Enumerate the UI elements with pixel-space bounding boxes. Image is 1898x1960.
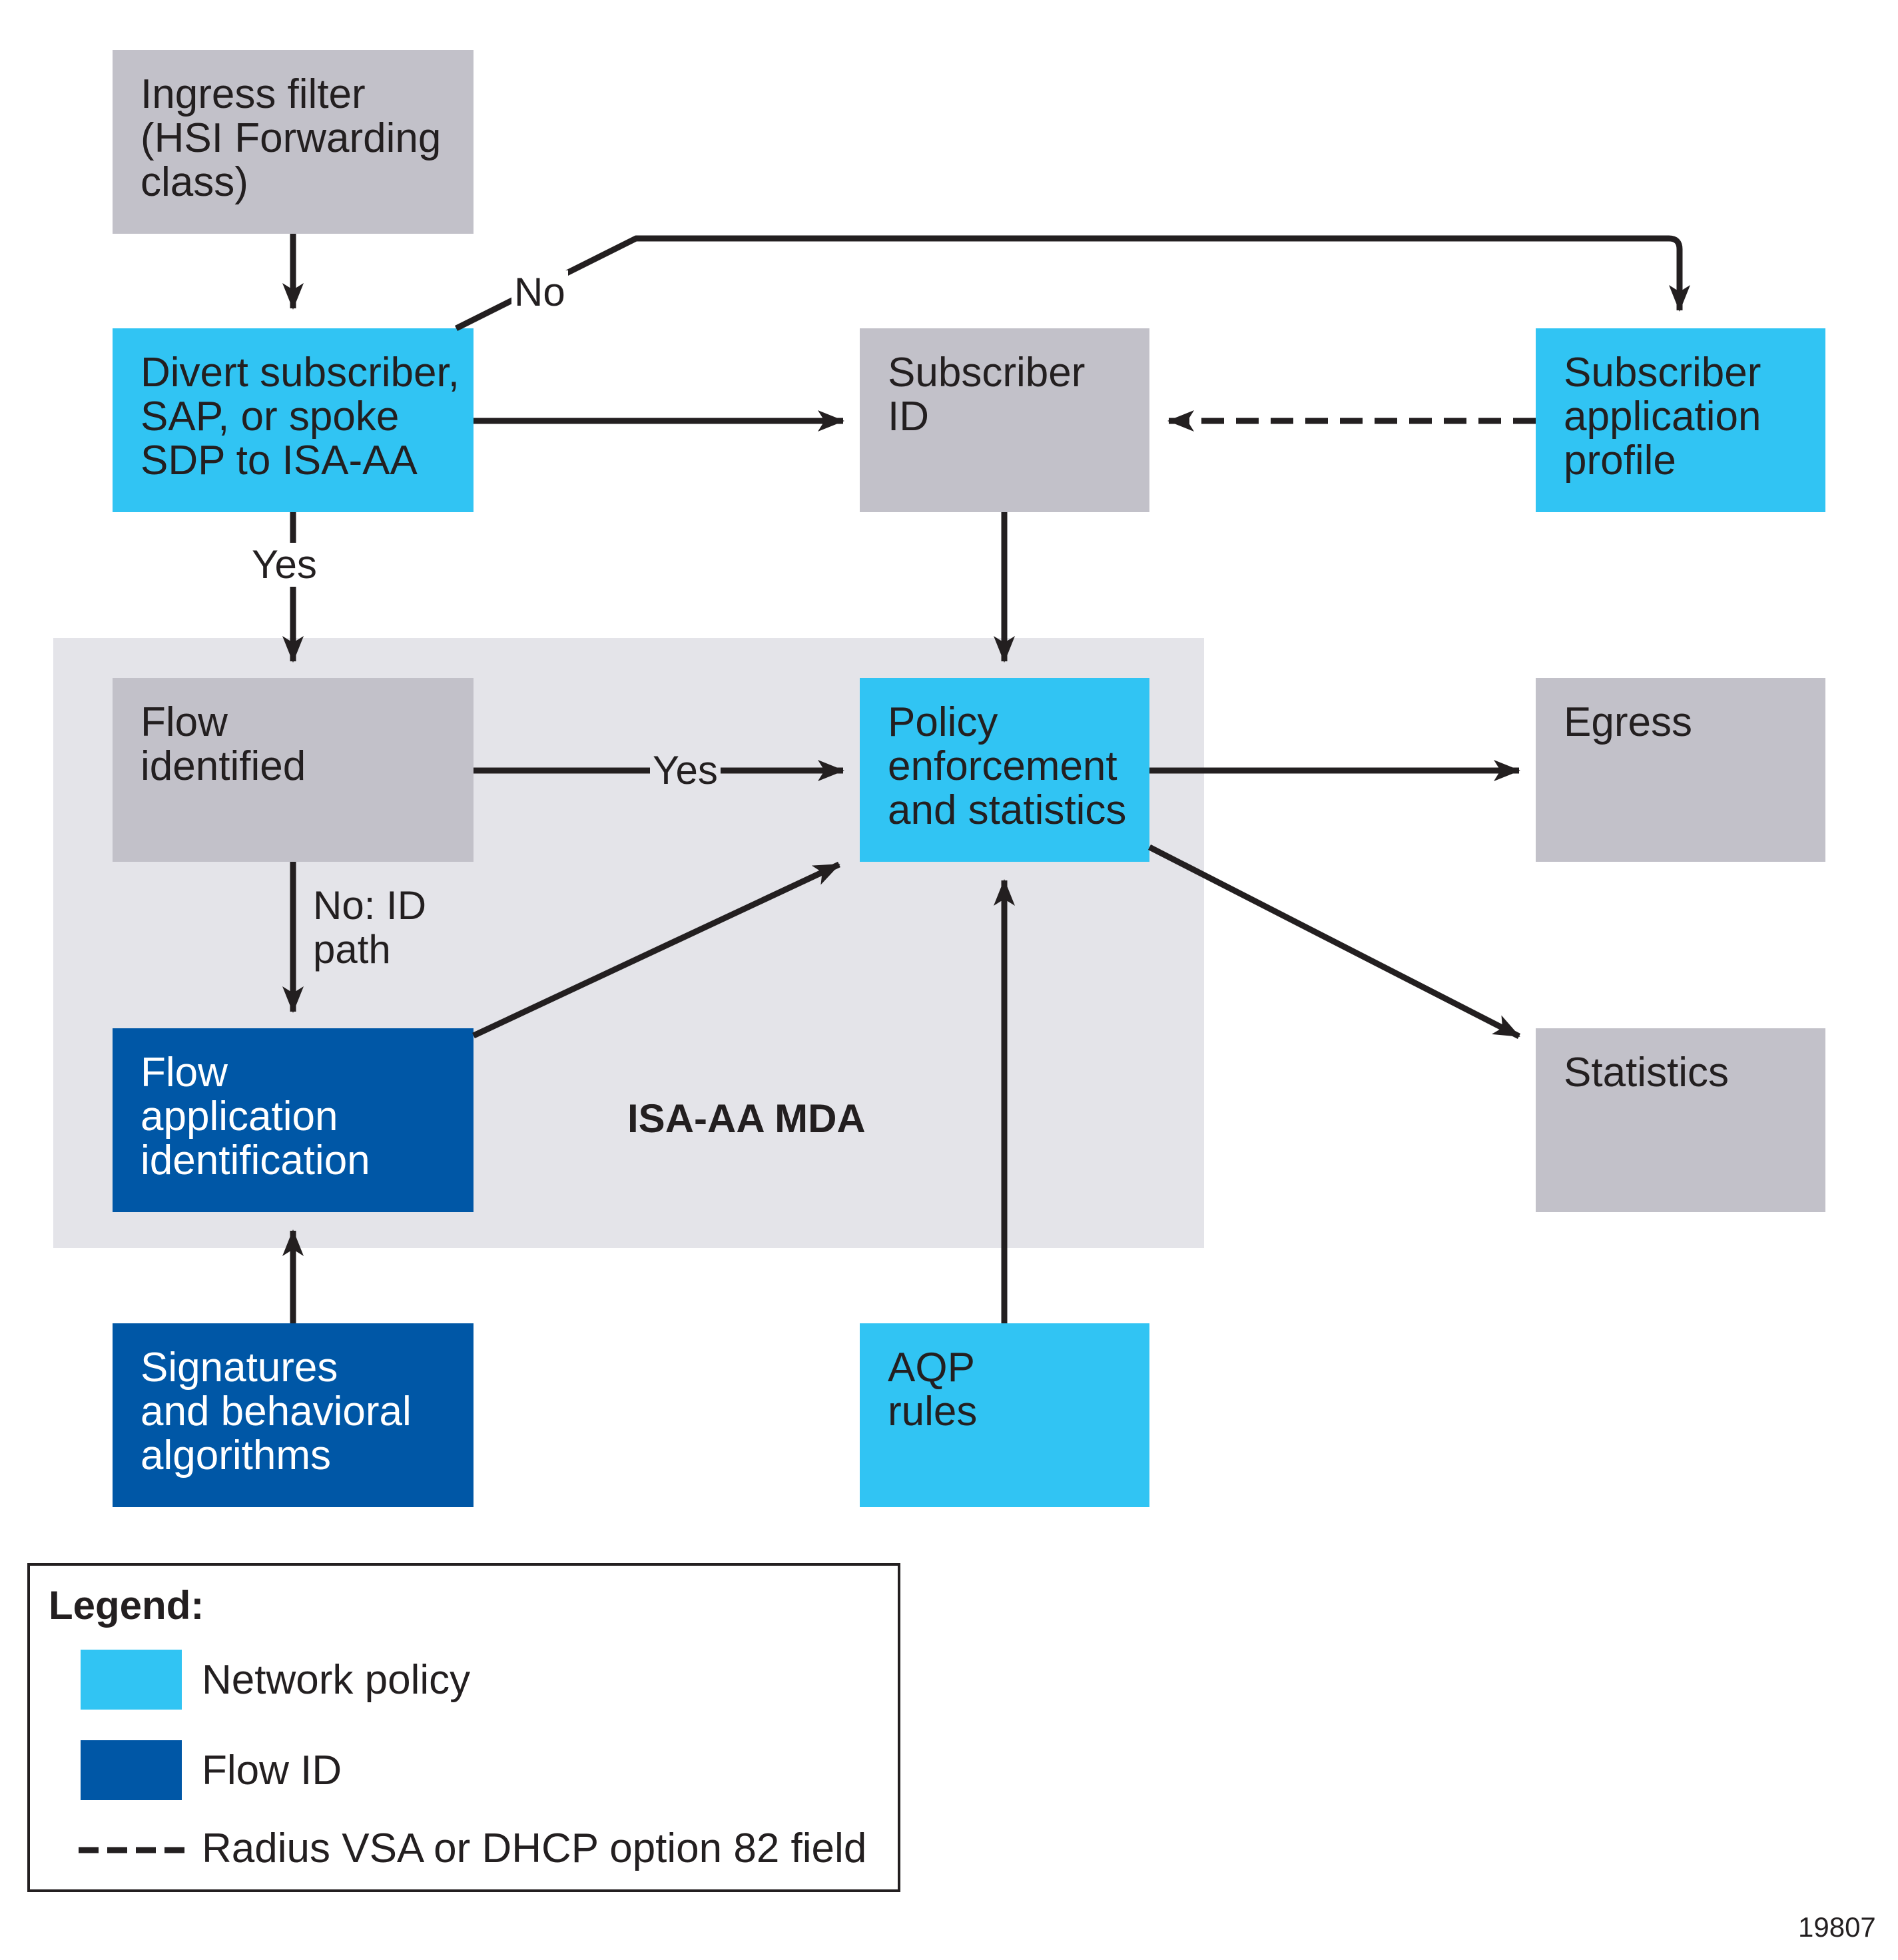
arrow-flow-app-id-to-policy: [472, 861, 840, 1039]
egress-box: Egress: [1536, 678, 1825, 862]
edge-label-no: No: [511, 270, 568, 314]
legend-label-radius-vsa: Radius VSA or DHCP option 82 field: [202, 1825, 867, 1871]
legend-swatch-network-policy: [81, 1650, 182, 1710]
aqp-rules-box: AQP rules: [860, 1323, 1149, 1507]
figure-id: 19807: [1798, 1911, 1876, 1943]
isa-aa-mda-title: ISA-AA MDA: [627, 1096, 866, 1141]
arrow-divert-no-to-profile: [454, 235, 1690, 332]
ingress-filter-box: Ingress filter (HSI Forwarding class): [113, 50, 474, 234]
legend-dashed-line-sample: [79, 1847, 185, 1853]
legend-label-network-policy: Network policy: [202, 1657, 471, 1703]
statistics-box: Statistics: [1536, 1028, 1825, 1212]
edge-label-yes-down: Yes: [249, 543, 320, 587]
legend-label-flow-id: Flow ID: [202, 1748, 342, 1794]
legend: [27, 1563, 900, 1892]
edge-label-yes-right: Yes: [650, 749, 721, 793]
policy-enforcement-box: Policy enforcement and statistics: [860, 678, 1149, 862]
edge-label-no-id-path: No: ID path: [313, 883, 427, 972]
legend-title: Legend:: [49, 1583, 204, 1628]
divert-to-isa-aa-box: Divert subscriber, SAP, or spoke SDP to …: [113, 328, 474, 512]
flow-application-identification-box: Flow application identification: [113, 1028, 474, 1212]
arrow-policy-to-statistics: [1147, 844, 1521, 1040]
subscriber-id-box: Subscriber ID: [860, 328, 1149, 512]
signatures-box: Signatures and behavioral algorithms: [113, 1323, 474, 1507]
flow-identified-box: Flow identified: [113, 678, 474, 862]
legend-swatch-flow-id: [81, 1740, 182, 1800]
subscriber-application-profile-box: Subscriber application profile: [1536, 328, 1825, 512]
